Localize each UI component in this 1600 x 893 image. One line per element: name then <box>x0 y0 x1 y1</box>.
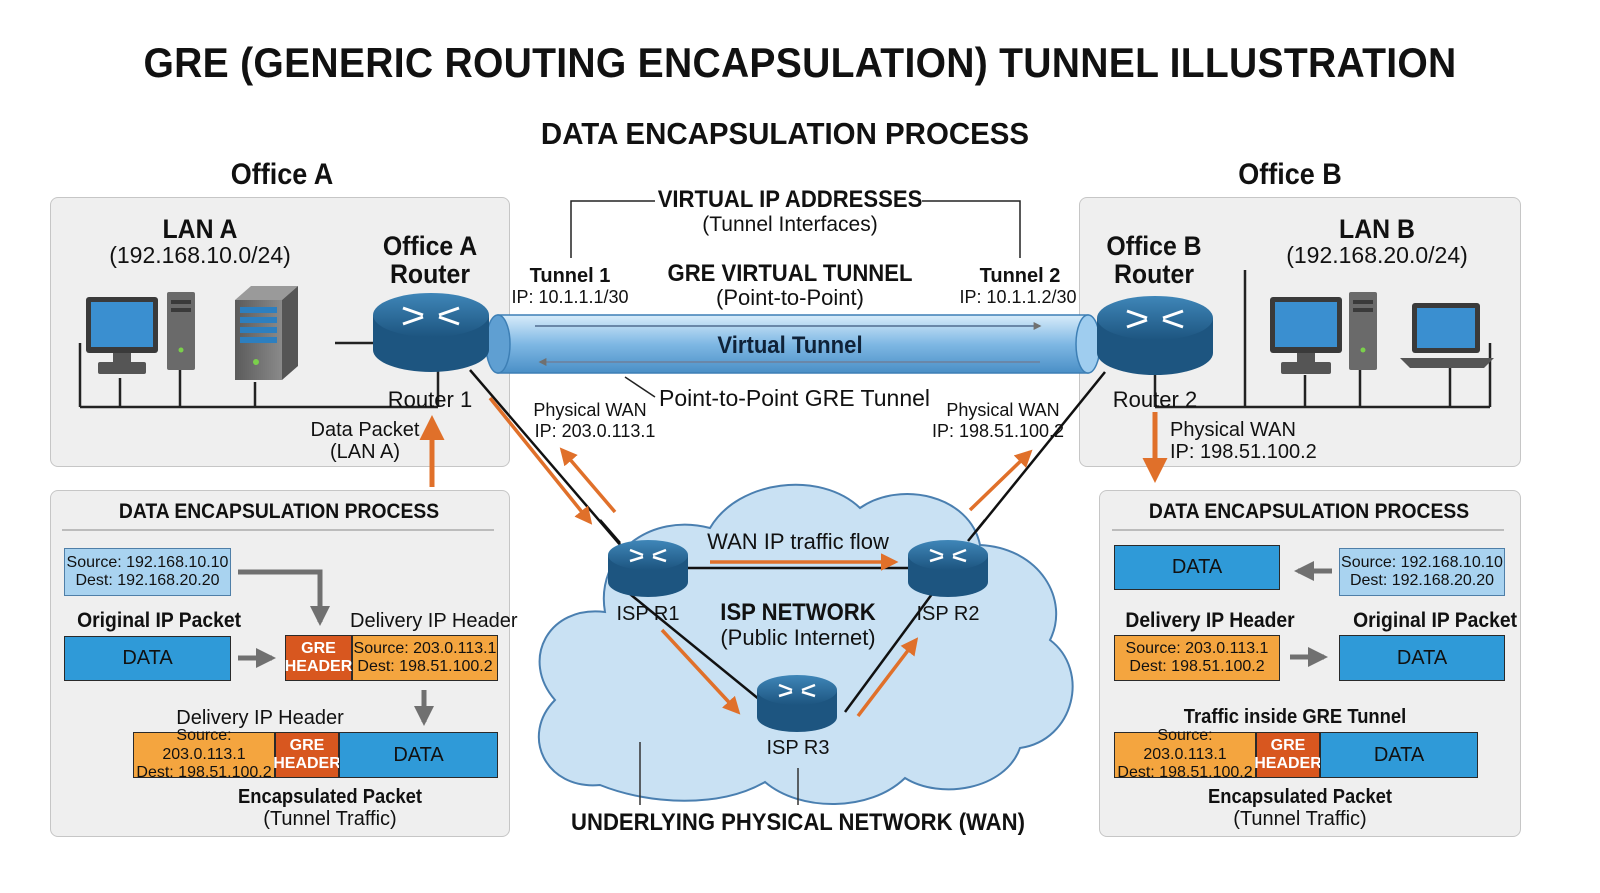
left-delivery-header-box: Source: 203.0.113.1 Dest: 198.51.100.2 <box>352 635 498 681</box>
left-delivery-label-2: Delivery IP Header <box>176 707 344 729</box>
office-b-label: Office B <box>1238 158 1342 191</box>
left-encap-label-1: Encapsulated Packet <box>237 786 423 808</box>
data-packet-label-2: (LAN A) <box>329 441 401 463</box>
left-encap-delivery-box: Source: 203.0.113.1 Dest: 198.51.100.2 <box>133 727 275 781</box>
right-delivery-header-box: Source: 203.0.113.1 Dest: 198.51.100.2 <box>1114 635 1280 681</box>
lan-a-subnet: (192.168.10.0/24) <box>109 242 291 268</box>
office-a-router-title-2: Router <box>389 259 471 289</box>
right-encap-gre-1: GRE <box>1270 736 1306 754</box>
underlying-network-label: UNDERLYING PHYSICAL NETWORK (WAN) <box>571 809 1025 836</box>
wan-b-label-2: Physical WAN <box>1170 419 1296 441</box>
left-encap-data-box: DATA <box>339 732 498 778</box>
left-delivery-label: Delivery IP Header <box>350 610 518 632</box>
right-delivery-label: Delivery IP Header <box>1125 609 1295 632</box>
tunnel-2-name: Tunnel 2 <box>979 265 1061 287</box>
lan-b-subnet: (192.168.20.0/24) <box>1286 242 1468 268</box>
office-a-label: Office A <box>230 158 334 191</box>
left-encap-label-2: (Tunnel Traffic) <box>263 808 397 830</box>
isp-r3-icon <box>757 675 837 732</box>
left-original-label: Original IP Packet <box>77 609 242 632</box>
right-encap-label-2: (Tunnel Traffic) <box>1233 808 1367 830</box>
office-b-router-title-2: Router <box>1113 259 1195 289</box>
wan-a-ip: IP: 203.0.113.1 <box>534 421 656 441</box>
left-deliv-src: Source: 203.0.113.1 <box>353 639 497 657</box>
isp-r3-label: ISP R3 <box>766 737 830 759</box>
right-encap-delivery-box: Source: 203.0.113.1 Dest: 198.51.100.2 <box>1114 727 1256 781</box>
traffic-arrows <box>419 396 1168 718</box>
virtual-ip-title: VIRTUAL IP ADDRESSES <box>657 186 923 213</box>
left-encap-dst: Dest: 198.51.100.2 <box>136 764 272 782</box>
tunnel-1-name: Tunnel 1 <box>529 265 611 287</box>
right-encap-src: Source: 203.0.113.1 <box>1143 727 1227 763</box>
left-gre-line-1: GRE <box>301 639 336 657</box>
wan-b-ip: IP: 198.51.100.2 <box>931 421 1065 441</box>
left-encap-src: Source: 203.0.113.1 <box>162 727 246 763</box>
right-data-box: DATA <box>1339 635 1505 681</box>
data-packet-label-1: Data Packet <box>310 419 420 441</box>
router-1-label: Router 1 <box>387 387 473 412</box>
left-encap-gre-box: GRE HEADER <box>273 732 341 778</box>
right-encap-label-1: Encapsulated Packet <box>1207 786 1393 808</box>
left-gre-header-box: GRE HEADER <box>285 635 352 681</box>
gre-tunnel-sub: (Point-to-Point) <box>716 285 864 310</box>
lan-a-name: LAN A <box>162 214 238 244</box>
right-data-box-top: DATA <box>1114 545 1280 590</box>
main-title: GRE (GENERIC ROUTING ENCAPSULATION) TUNN… <box>143 39 1457 86</box>
lan-b-name: LAN B <box>1339 214 1415 244</box>
wan-flow-label: WAN IP traffic flow <box>707 529 889 554</box>
left-gre-line-2: HEADER <box>284 658 353 675</box>
wan-a-label: Physical WAN <box>533 400 647 420</box>
p2p-gre-label: Point-to-Point GRE Tunnel <box>659 385 931 411</box>
right-original-label: Original IP Packet <box>1353 609 1518 632</box>
isp-r2-icon <box>908 540 988 597</box>
virtual-ip-sub: (Tunnel Interfaces) <box>702 213 878 236</box>
left-original-header-box: Source: 192.168.10.10 Dest: 192.168.20.2… <box>64 548 231 596</box>
right-encap-data-box: DATA <box>1320 732 1478 778</box>
tunnel-1-ip: IP: 10.1.1.1/30 <box>511 287 629 307</box>
isp-network-sub: (Public Internet) <box>720 625 876 650</box>
left-process-heading: DATA ENCAPSULATION PROCESS <box>118 500 440 523</box>
left-src-line: Source: 192.168.10.10 <box>66 553 229 571</box>
right-deliv-src: Source: 203.0.113.1 <box>1125 639 1269 657</box>
right-original-header-box: Source: 192.168.10.10 Dest: 192.168.20.2… <box>1339 548 1505 596</box>
right-deliv-dst: Dest: 198.51.100.2 <box>1129 658 1265 675</box>
virtual-tunnel-label: Virtual Tunnel <box>717 332 863 359</box>
right-process-heading: DATA ENCAPSULATION PROCESS <box>1148 500 1470 523</box>
gre-tunnel-title: GRE VIRTUAL TUNNEL <box>667 260 913 287</box>
isp-network-title: ISP NETWORK <box>720 599 876 626</box>
left-dst-line: Dest: 192.168.20.20 <box>75 572 220 589</box>
isp-r1-label: ISP R1 <box>616 603 680 625</box>
wan-b-label: Physical WAN <box>946 400 1060 420</box>
right-encap-gre-2: HEADER <box>1254 755 1322 772</box>
left-encap-gre-2: HEADER <box>273 755 341 772</box>
wan-b-ip-2: IP: 198.51.100.2 <box>1170 441 1317 463</box>
tunnel-2-ip: IP: 10.1.1.2/30 <box>959 287 1077 307</box>
right-encap-dst: Dest: 198.51.100.2 <box>1117 764 1253 782</box>
right-encap-gre-box: GRE HEADER <box>1254 732 1322 778</box>
router-2-label: Router 2 <box>1112 387 1198 412</box>
left-deliv-dst: Dest: 198.51.100.2 <box>357 658 493 675</box>
isp-r2-label: ISP R2 <box>916 603 980 625</box>
subtitle: DATA ENCAPSULATION PROCESS <box>540 116 1030 151</box>
left-encap-gre-1: GRE <box>289 736 325 754</box>
office-a-router-title-1: Office A <box>382 231 478 261</box>
office-b-router-title-1: Office B <box>1106 231 1202 261</box>
isp-r1-icon <box>608 540 688 597</box>
right-dst-line: Dest: 192.168.20.20 <box>1349 572 1495 589</box>
right-src-line: Source: 192.168.10.10 <box>1341 553 1503 571</box>
right-traffic-label: Traffic inside GRE Tunnel <box>1183 706 1407 728</box>
left-data-box: DATA <box>64 636 231 681</box>
